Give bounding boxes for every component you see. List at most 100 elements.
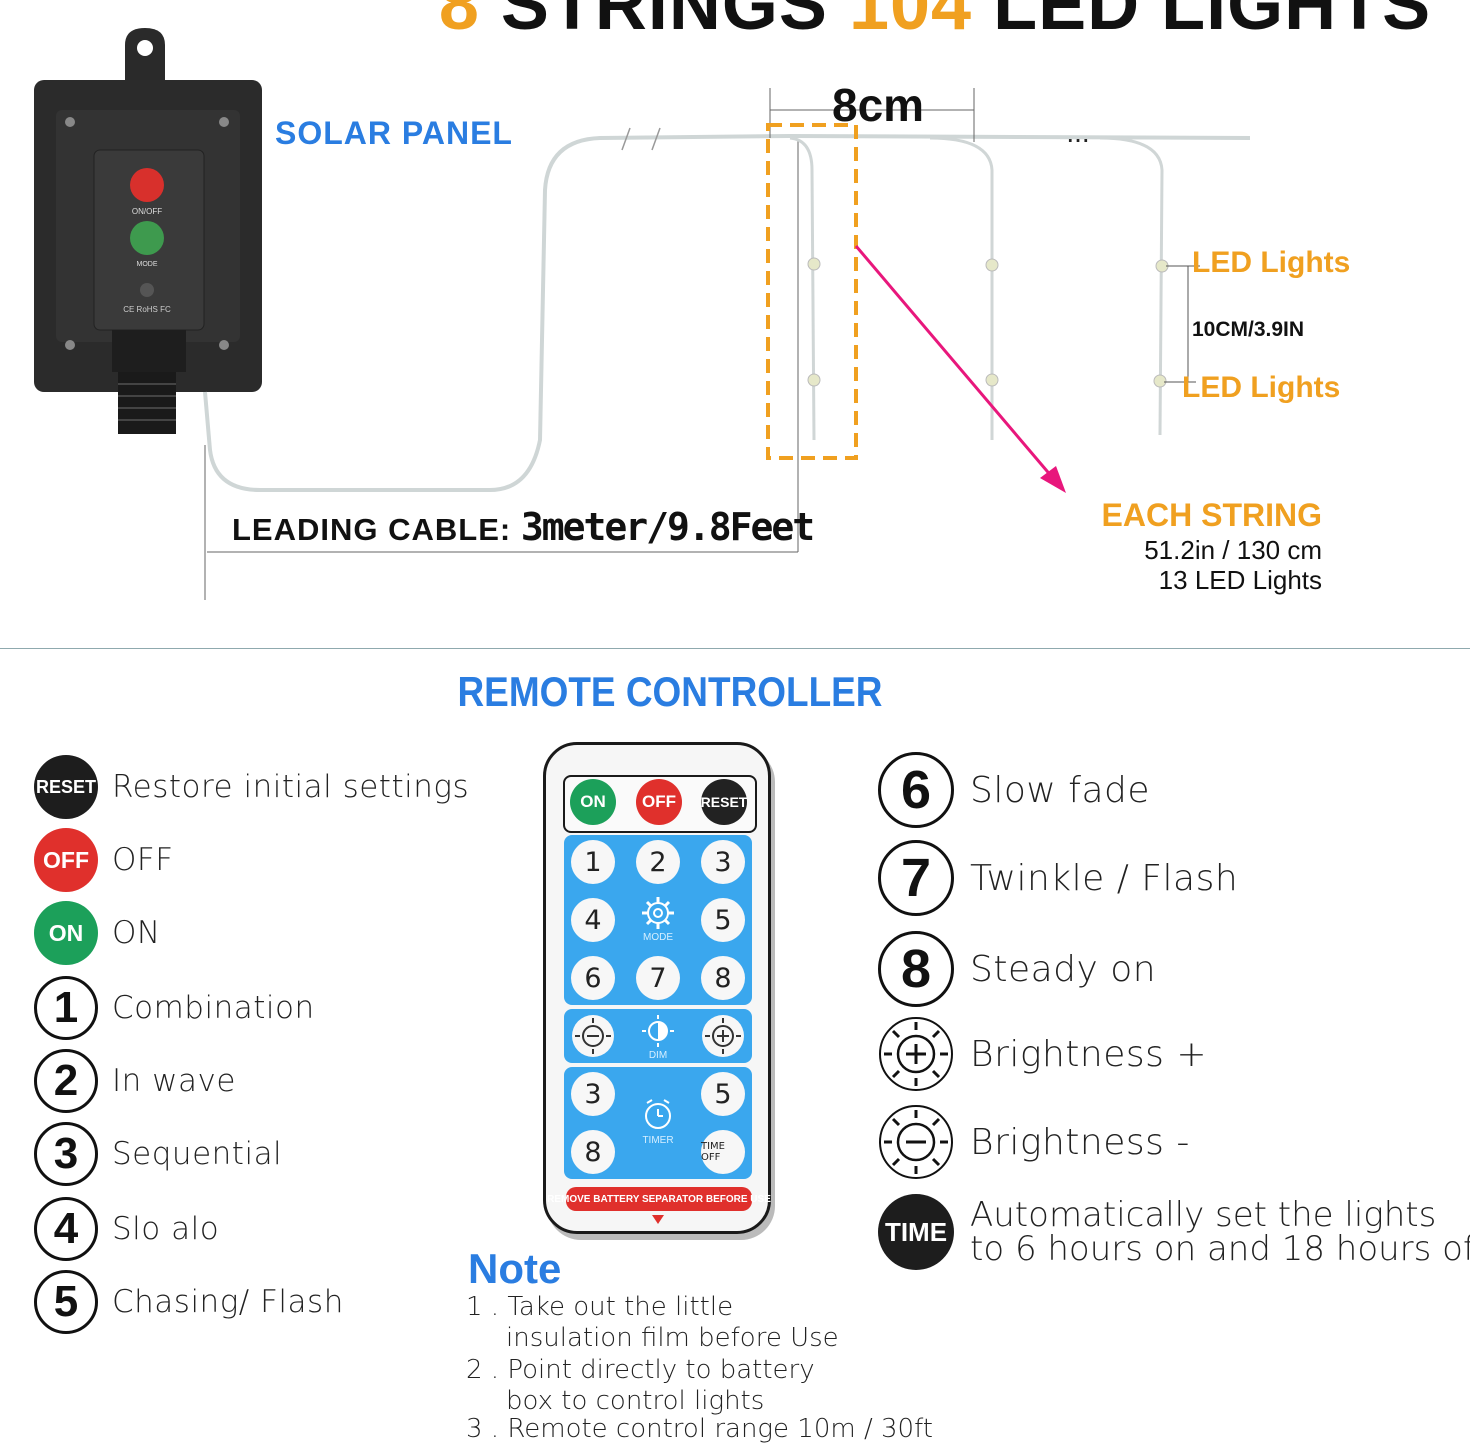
reset-badge: RESET xyxy=(34,755,98,819)
string-highlight-box xyxy=(766,123,858,460)
remote-warning-label: REMOVE BATTERY SEPARATOR BEFORE USE xyxy=(547,1187,771,1211)
light-string-2 xyxy=(929,136,999,440)
legend-text-time: Automatically set the lights to 6 hours … xyxy=(970,1198,1470,1266)
spacing-8cm-label: 8cm xyxy=(832,79,925,131)
legend-item-brightness-down: Brightness - xyxy=(878,1104,1190,1180)
remote-timer-key-5[interactable]: 5 xyxy=(701,1072,745,1116)
title-light-count: 104 xyxy=(848,0,973,45)
remote-timer-clock-icon xyxy=(645,1099,671,1129)
remote-timer-key-8[interactable]: 8 xyxy=(571,1130,615,1174)
mode-5-badge: 5 xyxy=(34,1270,98,1334)
legend-text: Restore initial settings xyxy=(112,769,470,805)
legend-item-8: 8 Steady on xyxy=(878,931,1156,1007)
remote-time-off-button[interactable]: TIME OFF xyxy=(701,1130,745,1174)
mode-8-badge: 8 xyxy=(878,931,954,1007)
remote-mode-label: MODE xyxy=(643,932,673,943)
section-divider xyxy=(0,648,1470,649)
remote-dim-icon xyxy=(642,1015,674,1047)
legend-text-line1: Automatically set the lights xyxy=(970,1195,1437,1235)
led-spacing-label: 10CM/3.9IN xyxy=(1192,318,1305,341)
note-title: Note xyxy=(468,1245,562,1292)
remote-arrow-down-icon xyxy=(652,1215,664,1224)
light-string-3 xyxy=(1099,136,1169,436)
time-badge: TIME xyxy=(878,1194,954,1270)
mode-4-badge: 4 xyxy=(34,1197,98,1261)
note-text-continued: insulation film before Use xyxy=(506,1323,839,1353)
light-string-1 xyxy=(789,136,821,441)
solar-control-box xyxy=(34,28,262,434)
title-string-count: 8 xyxy=(438,0,480,45)
note-number: 1 . xyxy=(466,1292,500,1322)
leading-cable-caption: LEADING CABLE: xyxy=(232,512,512,547)
remote-mode-gear-icon[interactable] xyxy=(640,895,676,931)
mode-2-badge: 2 xyxy=(34,1049,98,1113)
title-rest: LED LIGHTS xyxy=(993,0,1432,45)
legend-text: Steady on xyxy=(970,948,1157,990)
legend-text: Brightness - xyxy=(970,1121,1190,1163)
remote-key-6[interactable]: 6 xyxy=(571,956,615,1000)
note-text-continued: box to control lights xyxy=(506,1386,765,1416)
leading-cable-label: LEADING CABLE: 3meter/9.8Feet xyxy=(232,505,815,549)
note-item-3: 3 . Remote control range 10m / 30ft xyxy=(466,1414,933,1445)
note-text: Take out the little xyxy=(507,1292,734,1322)
remote-controller-title: REMOTE CONTROLLER xyxy=(457,668,883,715)
legend-text: ON xyxy=(112,915,161,951)
note-text: Point directly to battery xyxy=(507,1355,815,1385)
legend-text: In wave xyxy=(112,1063,236,1099)
led-lights-label-bottom: LED Lights xyxy=(1182,371,1341,404)
remote-key-7[interactable]: 7 xyxy=(636,956,680,1000)
remote-key-5[interactable]: 5 xyxy=(701,898,745,942)
solar-panel-label: SOLAR PANEL xyxy=(275,115,513,151)
remote-dim-label: DIM xyxy=(648,1050,668,1061)
title-strings-word: STRINGS xyxy=(500,0,828,45)
remote-key-2[interactable]: 2 xyxy=(636,840,680,884)
mode-1-badge: 1 xyxy=(34,976,98,1040)
legend-item-6: 6 Slow fade xyxy=(878,752,1150,828)
leading-cable-length: 3meter/9.8Feet xyxy=(520,505,815,549)
box-mode-label: MODE xyxy=(137,261,158,268)
remote-key-4[interactable]: 4 xyxy=(571,898,615,942)
remote-control: ON OFF RESET 1 2 3 4 MODE 5 6 7 8 DIM 3 … xyxy=(543,742,771,1234)
mode-3-badge: 3 xyxy=(34,1122,98,1186)
legend-text: Brightness + xyxy=(970,1033,1207,1075)
legend-item-2: 2 In wave xyxy=(34,1049,236,1113)
each-string-title: EACH STRING xyxy=(1101,497,1322,533)
legend-item-1: 1 Combination xyxy=(34,976,315,1040)
note-number: 2 . xyxy=(466,1355,500,1385)
remote-on-button[interactable]: ON xyxy=(570,779,616,825)
remote-key-1[interactable]: 1 xyxy=(571,840,615,884)
led-lights-label-top: LED Lights xyxy=(1192,246,1351,279)
remote-dim-up-icon[interactable] xyxy=(701,1014,745,1058)
remote-off-button[interactable]: OFF xyxy=(636,779,682,825)
remote-timer-label: TIMER xyxy=(642,1135,674,1146)
legend-item-off: OFF OFF xyxy=(34,828,174,892)
string-arrow xyxy=(854,245,1060,485)
each-string-length: 51.2in / 130 cm xyxy=(1144,535,1322,565)
remote-dim-down-icon[interactable] xyxy=(571,1014,615,1058)
box-cert-label: CE RoHS FC xyxy=(123,305,171,314)
remote-reset-button[interactable]: RESET xyxy=(701,779,747,825)
remote-key-8[interactable]: 8 xyxy=(701,956,745,1000)
legend-item-5: 5 Chasing/ Flash xyxy=(34,1270,344,1334)
legend-text: Chasing/ Flash xyxy=(112,1284,344,1320)
legend-item-on: ON ON xyxy=(34,901,161,965)
legend-item-reset: RESET Restore initial settings xyxy=(34,755,469,819)
legend-text: Sequential xyxy=(112,1136,283,1172)
legend-text: Twinkle / Flash xyxy=(970,857,1239,899)
legend-text: Slow fade xyxy=(970,769,1150,811)
remote-key-3[interactable]: 3 xyxy=(701,840,745,884)
brightness-up-icon xyxy=(878,1016,954,1092)
mode-7-badge: 7 xyxy=(878,840,954,916)
brightness-down-icon xyxy=(878,1104,954,1180)
on-badge: ON xyxy=(34,901,98,965)
legend-item-3: 3 Sequential xyxy=(34,1122,282,1186)
legend-text: OFF xyxy=(112,842,174,878)
string-light-diagram: ON/OFF MODE CE RoHS FC ... xyxy=(34,28,1251,600)
legend-text: Combination xyxy=(112,990,315,1026)
leading-cable xyxy=(203,133,1251,492)
legend-item-4: 4 Slo alo xyxy=(34,1197,219,1261)
box-mode-button xyxy=(130,221,164,255)
remote-timer-key-3[interactable]: 3 xyxy=(571,1072,615,1116)
box-power-label: ON/OFF xyxy=(132,207,162,216)
mode-6-badge: 6 xyxy=(878,752,954,828)
